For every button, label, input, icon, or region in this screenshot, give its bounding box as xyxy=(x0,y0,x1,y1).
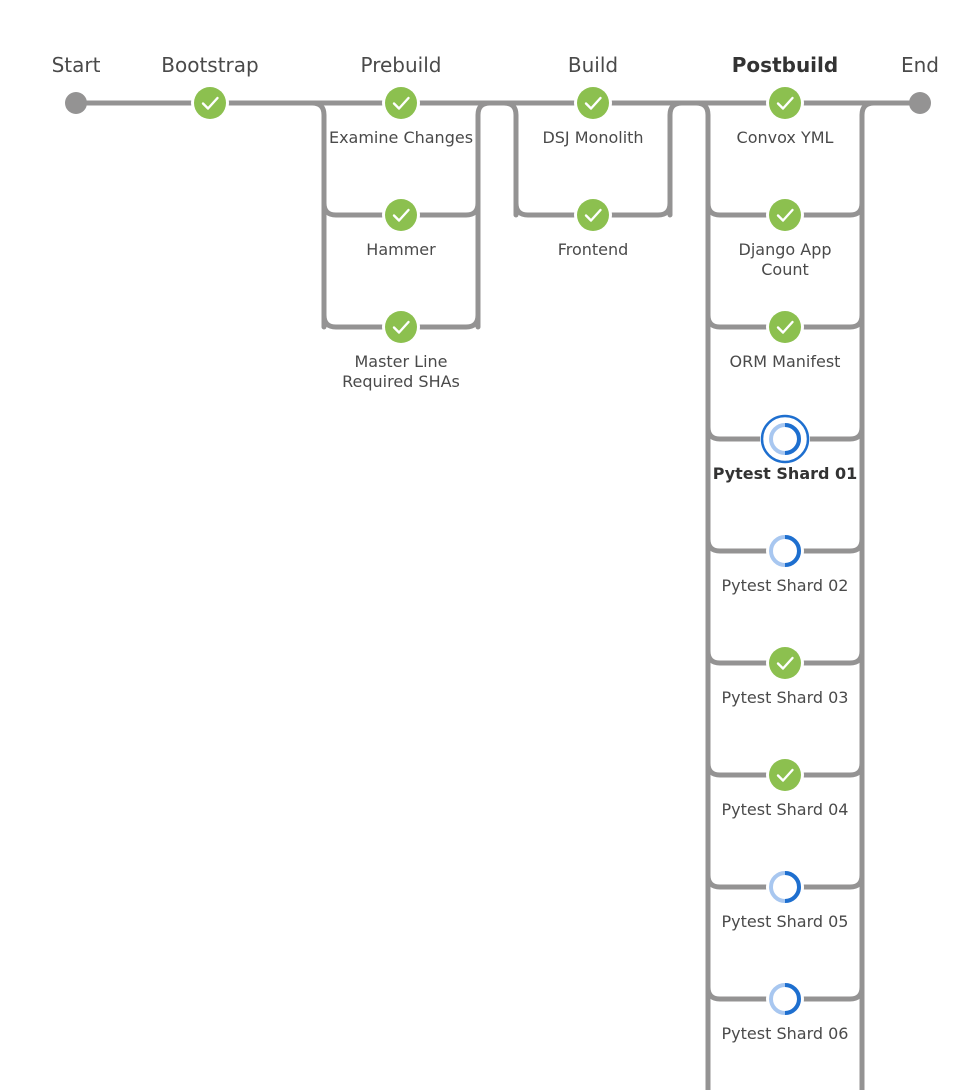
checkmark-icon xyxy=(392,96,410,110)
node-label[interactable]: Convox YML xyxy=(737,128,834,147)
stage-label-postbuild[interactable]: Postbuild xyxy=(732,53,838,77)
checkmark-icon xyxy=(392,208,410,222)
checkmark-icon xyxy=(776,656,794,670)
stage-label-bootstrap[interactable]: Bootstrap xyxy=(161,53,258,77)
node-label[interactable]: Hammer xyxy=(366,240,436,259)
selected-ring xyxy=(760,414,810,464)
postbuild-branch-rail-right xyxy=(859,100,877,1090)
node-bootstrap[interactable] xyxy=(191,84,229,122)
checkmark-icon xyxy=(392,320,410,334)
node-label[interactable]: Frontend xyxy=(558,240,629,259)
node-label[interactable]: Pytest Shard 02 xyxy=(722,576,849,595)
checkmark-icon xyxy=(776,768,794,782)
node-examine-changes[interactable]: Examine Changes xyxy=(329,84,473,147)
success-icon xyxy=(194,87,226,119)
node-orm-manifest[interactable]: ORM Manifest xyxy=(730,308,841,371)
progress-arc-icon xyxy=(784,535,801,567)
node-label[interactable]: Pytest Shard 01 xyxy=(713,464,858,483)
node-pytest-shard-01[interactable]: Pytest Shard 01 xyxy=(713,414,858,483)
stage-label-build[interactable]: Build xyxy=(568,53,618,77)
node-pytest-shard-06[interactable]: Pytest Shard 06 xyxy=(722,980,849,1043)
success-icon xyxy=(385,87,417,119)
node-frontend[interactable]: Frontend xyxy=(558,196,629,259)
prebuild-branch-rail-left xyxy=(309,100,327,330)
node-hammer[interactable]: Hammer xyxy=(366,196,436,259)
success-icon xyxy=(577,87,609,119)
node-convox-yml[interactable]: Convox YML xyxy=(737,84,834,147)
checkmark-icon xyxy=(776,208,794,222)
node-label[interactable]: ORM Manifest xyxy=(730,352,841,371)
node-label[interactable]: Required SHAs xyxy=(342,372,460,391)
prebuild-branch-rail-right xyxy=(475,100,493,330)
checkmark-icon xyxy=(776,96,794,110)
node-label[interactable]: Pytest Shard 04 xyxy=(722,800,849,819)
node-pytest-shard-03[interactable]: Pytest Shard 03 xyxy=(722,644,849,707)
build-branch-rail-right xyxy=(667,100,685,218)
node-label[interactable]: Master Line xyxy=(354,352,447,371)
checkmark-icon xyxy=(584,208,602,222)
node-label[interactable]: Examine Changes xyxy=(329,128,473,147)
end-endpoint xyxy=(909,92,931,114)
stage-labels: Start End Bootstrap Prebuild Build Postbuild xyxy=(52,53,939,77)
checkmark-icon xyxy=(776,320,794,334)
progress-arc-icon xyxy=(784,871,801,903)
node-dsj-monolith[interactable]: DSJ Monolith xyxy=(542,84,644,147)
success-icon xyxy=(769,199,801,231)
start-endpoint xyxy=(65,92,87,114)
success-icon xyxy=(385,311,417,343)
checkmark-icon xyxy=(584,96,602,110)
node-label[interactable]: Pytest Shard 06 xyxy=(722,1024,849,1043)
start-label: Start xyxy=(52,53,101,77)
success-icon xyxy=(769,311,801,343)
progress-arc-icon xyxy=(784,983,801,1015)
success-icon xyxy=(769,759,801,791)
node-pytest-shard-04[interactable]: Pytest Shard 04 xyxy=(722,756,849,819)
success-icon xyxy=(769,647,801,679)
node-label[interactable]: Count xyxy=(761,260,809,279)
postbuild-branch-rail-left xyxy=(693,100,711,1090)
node-label[interactable]: Pytest Shard 05 xyxy=(722,912,849,931)
node-label[interactable]: Pytest Shard 03 xyxy=(722,688,849,707)
node-label[interactable]: Django App xyxy=(739,240,832,259)
checkmark-icon xyxy=(201,96,219,110)
progress-arc-icon xyxy=(784,423,801,455)
node-label[interactable]: DSJ Monolith xyxy=(542,128,643,147)
success-icon xyxy=(385,199,417,231)
end-label: End xyxy=(901,53,939,77)
build-branch-rail-left xyxy=(501,100,519,218)
node-pytest-shard-05[interactable]: Pytest Shard 05 xyxy=(722,868,849,931)
node-pytest-shard-02[interactable]: Pytest Shard 02 xyxy=(722,532,849,595)
success-icon xyxy=(769,87,801,119)
success-icon xyxy=(577,199,609,231)
stage-label-prebuild[interactable]: Prebuild xyxy=(361,53,442,77)
